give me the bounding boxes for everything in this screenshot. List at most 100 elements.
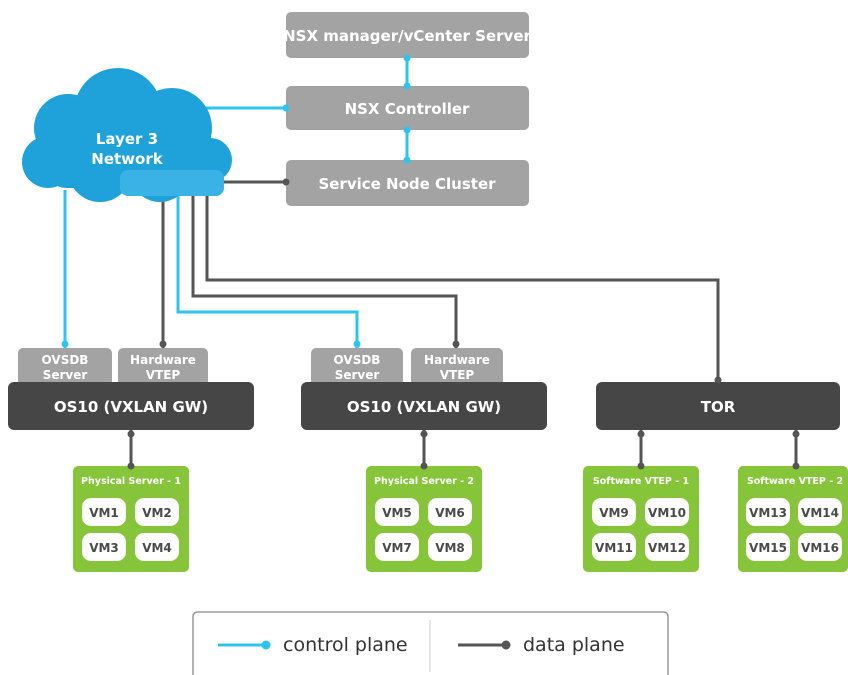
service-node-cluster-label: Service Node Cluster	[318, 175, 496, 193]
cloud-label-line1: Layer 3	[96, 130, 158, 148]
tor: TOR	[596, 382, 840, 430]
vm-label: VM5	[382, 506, 412, 520]
vm-chip: VM10	[645, 498, 689, 526]
cloud-inner-tab	[120, 170, 224, 196]
server-box-1: Physical Server - 1 VM1 VM2 VM3 VM4	[73, 466, 189, 572]
vm-chip: VM13	[746, 498, 790, 526]
legend-control-plane: control plane	[218, 634, 408, 656]
vm-chip: VM4	[135, 533, 179, 561]
data-endpoint-dot	[637, 430, 645, 438]
layer3-network-cloud: Layer 3 Network	[22, 68, 232, 202]
vm-chip: VM15	[746, 533, 790, 561]
control-endpoint-dot	[403, 126, 411, 134]
vm-chip: VM3	[82, 533, 126, 561]
data-endpoint-dot	[282, 178, 290, 186]
vm-label: VM2	[142, 506, 172, 520]
server-box-1-title: Physical Server - 1	[81, 476, 181, 487]
ovsdb-server-1-box	[18, 348, 112, 386]
tor-label: TOR	[701, 398, 736, 416]
control-endpoint-dot	[403, 82, 411, 90]
vm-chip: VM12	[645, 533, 689, 561]
vm-label: VM1	[89, 506, 119, 520]
data-endpoint-dot	[792, 462, 800, 470]
control-plane-dot-icon	[261, 640, 271, 650]
server-box-2: Physical Server - 2 VM5 VM6 VM7 VM8	[366, 466, 482, 572]
control-plane-label: control plane	[283, 634, 408, 656]
vm-chip: VM9	[592, 498, 636, 526]
vm-chip: VM6	[428, 498, 472, 526]
data-endpoint-dot	[792, 430, 800, 438]
vm-label: VM11	[595, 541, 633, 555]
server-box-4: Software VTEP - 2 VM13 VM14 VM15 VM16	[738, 466, 848, 572]
hardware-vtep-1-label-line1: Hardware	[130, 353, 196, 367]
vm-chip: VM8	[428, 533, 472, 561]
vm-chip: VM1	[82, 498, 126, 526]
data-endpoint-dot	[420, 462, 428, 470]
ovsdb-server-2-label-line1: OVSDB	[334, 353, 381, 367]
vm-label: VM15	[749, 541, 787, 555]
legend-data-plane: data plane	[458, 634, 625, 656]
data-endpoint-dot	[127, 462, 135, 470]
ovsdb-server-1-label-line2: Server	[43, 368, 88, 382]
tor-bar	[596, 382, 840, 430]
os10-vxlan-gw-1-label: OS10 (VXLAN GW)	[54, 398, 208, 416]
vm-label: VM7	[382, 541, 412, 555]
vm-chip: VM2	[135, 498, 179, 526]
server-box-4-title: Software VTEP - 2	[747, 476, 843, 487]
data-endpoint-dot	[159, 340, 167, 348]
legend: control plane data plane	[192, 611, 669, 675]
vm-label: VM4	[142, 541, 172, 555]
data-line-cloud-hwvtep2	[191, 196, 458, 348]
vm-chip: VM14	[798, 498, 842, 526]
data-endpoint-dot	[420, 430, 428, 438]
control-line-cloud-ovsdb2	[176, 196, 359, 348]
vm-label: VM8	[435, 541, 465, 555]
nsx-manager-label: NSX manager/vCenter Server	[283, 27, 531, 45]
vm-chip: VM16	[798, 533, 842, 561]
vm-chip: VM5	[375, 498, 419, 526]
cloud-label-line2: Network	[91, 150, 163, 168]
control-endpoint-dot	[61, 340, 69, 348]
vm-chip: VM11	[592, 533, 636, 561]
nsx-manager-box: NSX manager/vCenter Server	[283, 12, 532, 58]
vm-label: VM13	[749, 506, 787, 520]
ovsdb-server-1-label-line1: OVSDB	[42, 353, 89, 367]
connection-dots	[61, 54, 800, 470]
vm-chip: VM7	[375, 533, 419, 561]
control-endpoint-dot	[282, 104, 290, 112]
control-endpoint-dot	[403, 54, 411, 62]
vm-label: VM12	[648, 541, 686, 555]
gateway-1: OVSDB Server Hardware VTEP OS10 (VXLAN G…	[8, 348, 254, 430]
os10-vxlan-gw-1-bar	[8, 382, 254, 430]
data-plane-dot-icon	[501, 640, 511, 650]
hardware-vtep-2-label-line1: Hardware	[424, 353, 490, 367]
hardware-vtep-1-box	[118, 348, 208, 386]
vm-label: VM3	[89, 541, 119, 555]
hardware-vtep-2-box	[411, 348, 503, 386]
data-endpoint-dot	[127, 430, 135, 438]
ovsdb-server-2-box	[311, 348, 403, 386]
vm-label: VM6	[435, 506, 465, 520]
os10-vxlan-gw-2-bar	[301, 382, 547, 430]
data-endpoint-dot	[452, 340, 460, 348]
gateway-2: OVSDB Server Hardware VTEP OS10 (VXLAN G…	[301, 348, 547, 430]
vm-label: VM14	[801, 506, 839, 520]
control-endpoint-dot	[353, 340, 361, 348]
nsx-controller-box: NSX Controller	[286, 86, 529, 130]
os10-vxlan-gw-2-label: OS10 (VXLAN GW)	[347, 398, 501, 416]
vm-label: VM9	[599, 506, 629, 520]
hardware-vtep-1-label-line2: VTEP	[146, 368, 181, 382]
data-endpoint-dot	[714, 376, 722, 384]
legend-frame	[192, 611, 669, 675]
nsx-controller-label: NSX Controller	[345, 100, 470, 118]
server-box-2-title: Physical Server - 2	[374, 476, 474, 487]
data-plane-label: data plane	[523, 634, 625, 656]
vm-label: VM16	[801, 541, 839, 555]
vm-label: VM10	[648, 506, 686, 520]
service-node-cluster-box: Service Node Cluster	[286, 160, 529, 206]
control-endpoint-dot	[403, 156, 411, 164]
data-line-cloud-tor	[205, 196, 720, 382]
hardware-vtep-2-label-line2: VTEP	[440, 368, 475, 382]
server-box-3-title: Software VTEP - 1	[593, 476, 689, 487]
